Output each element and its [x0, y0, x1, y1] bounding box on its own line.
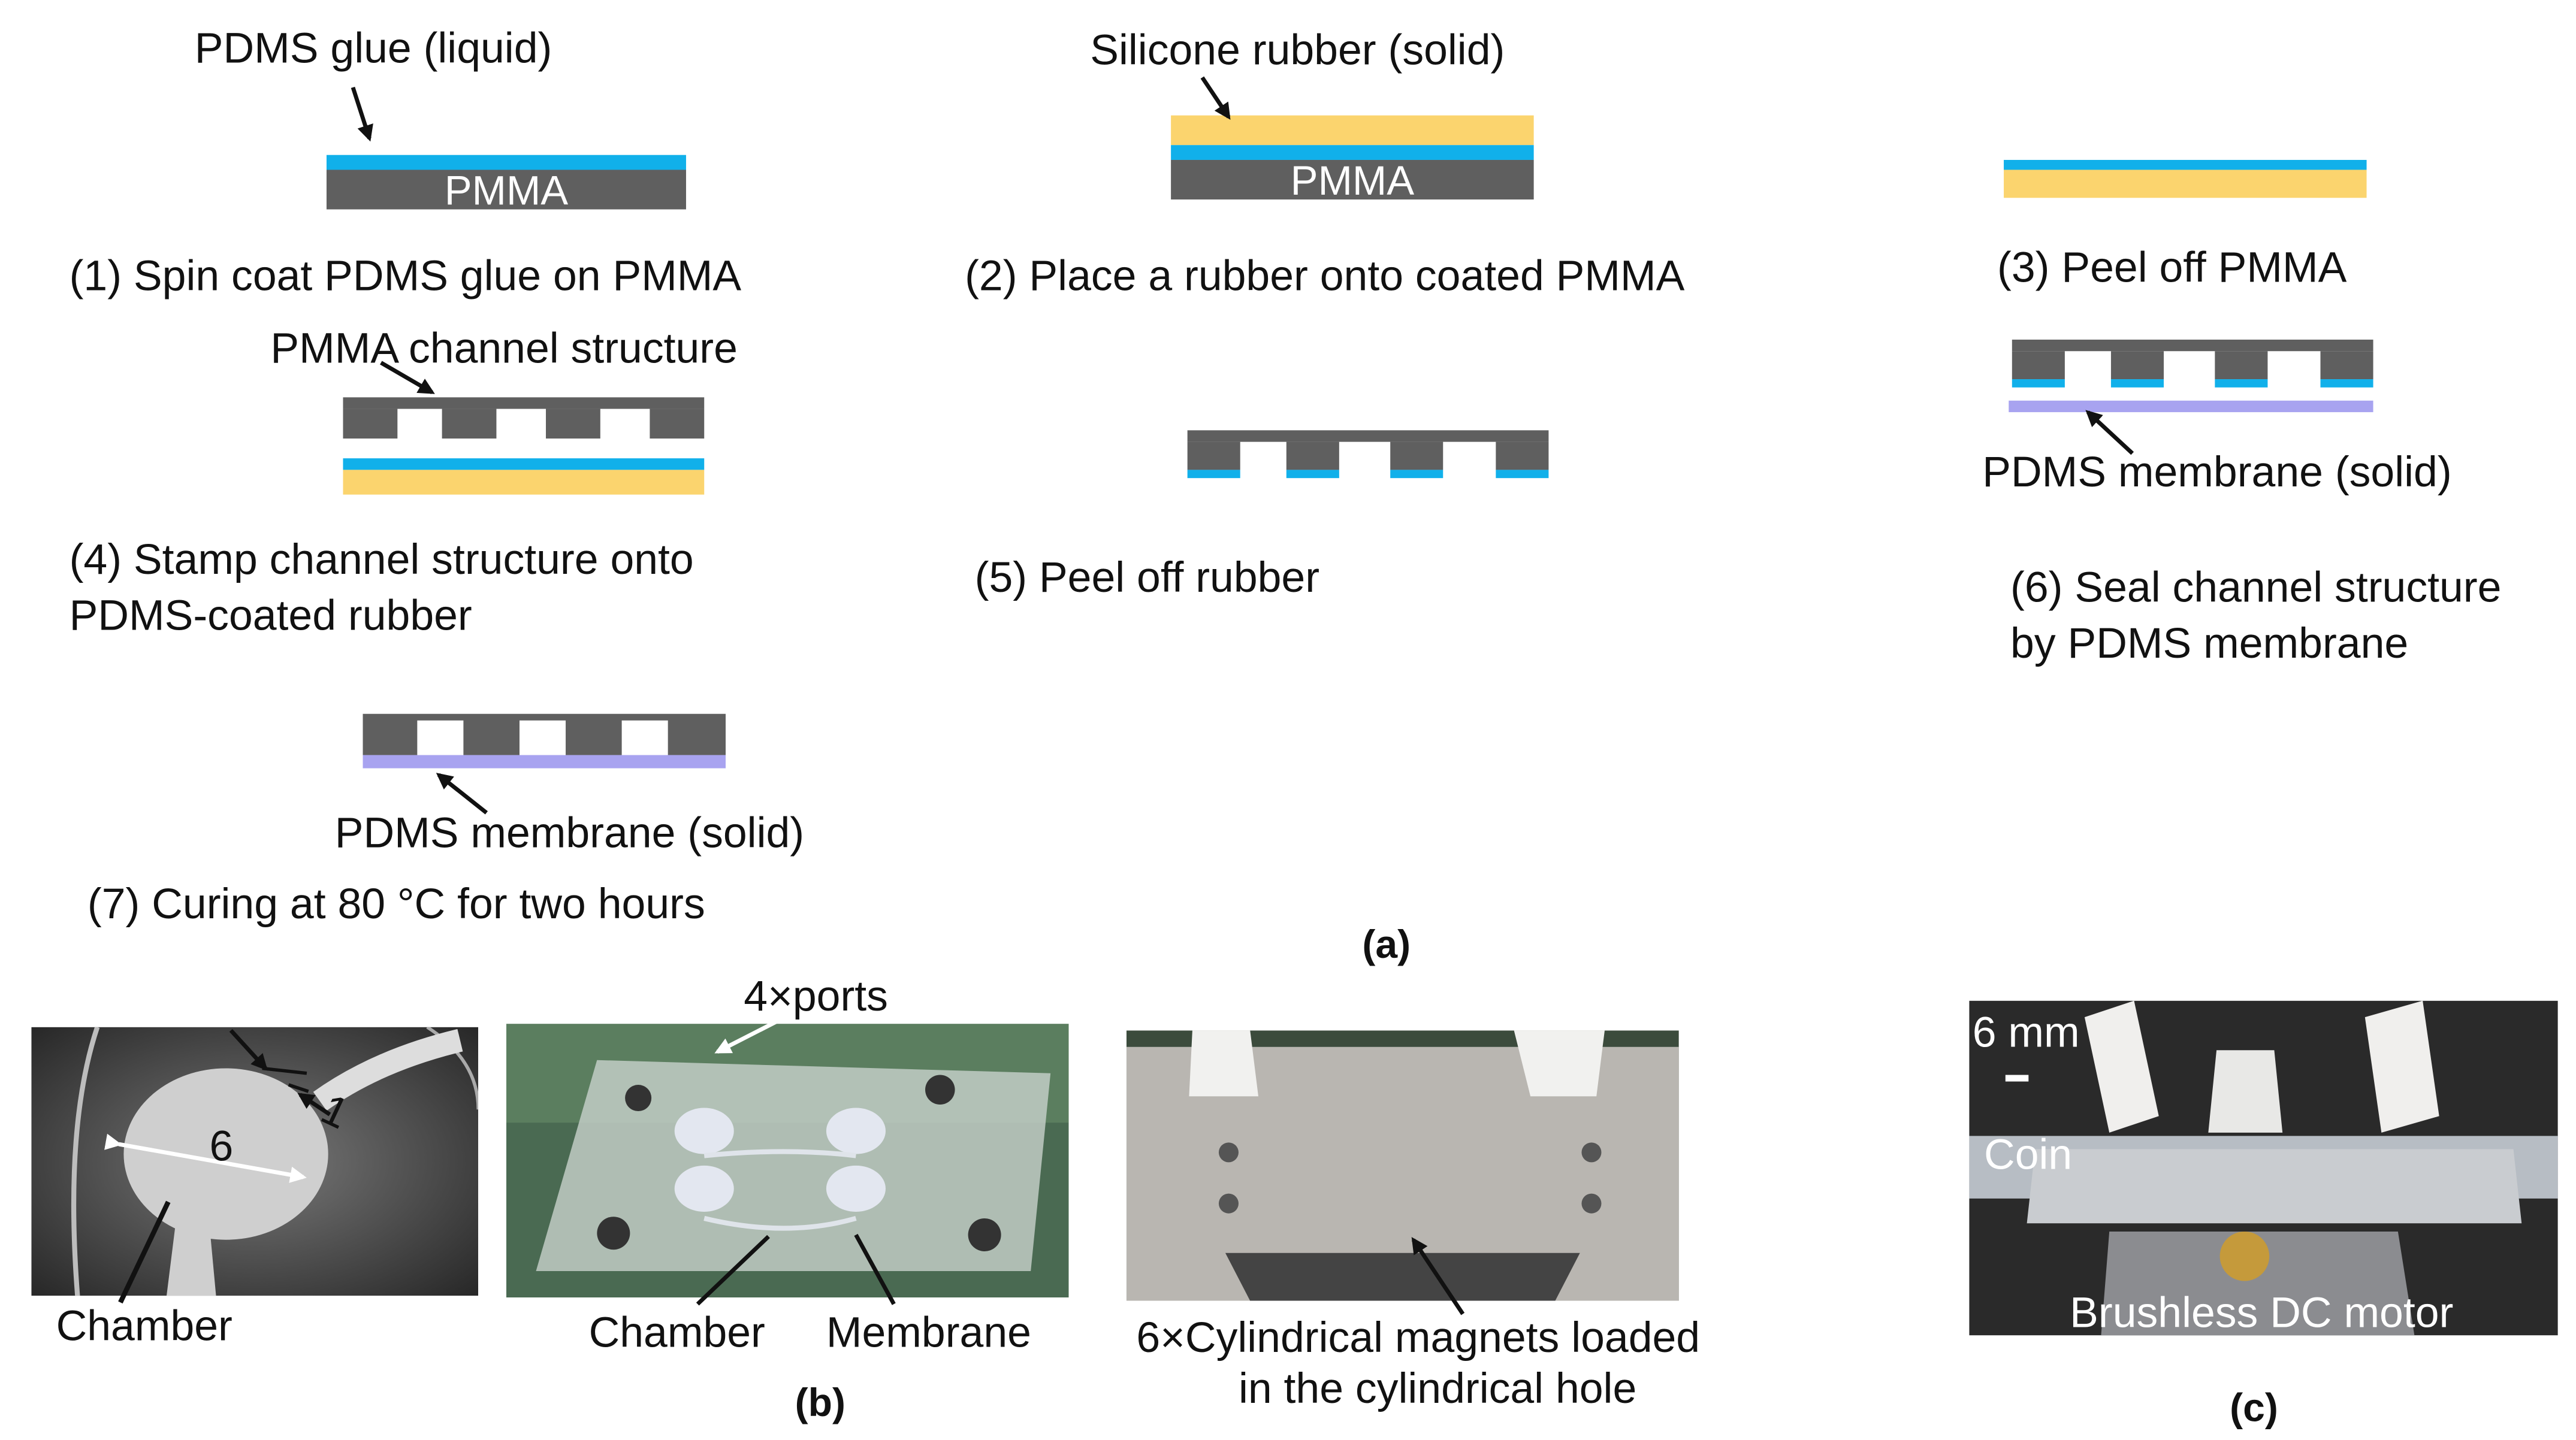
chamber-diameter-label: 6 — [209, 1121, 234, 1171]
panel-b-label: (b) — [795, 1381, 845, 1426]
coin-label: Coin — [1984, 1129, 2073, 1179]
step-6-caption-line-1: (6) Seal channel structure — [2010, 562, 2502, 612]
step-4-caption-line-2: PDMS-coated rubber — [69, 590, 472, 640]
pdms-membrane-label: PDMS membrane (solid) — [334, 807, 805, 858]
pmma-label: PMMA — [444, 168, 569, 214]
sealed-channel — [417, 720, 464, 755]
pdms-membrane-layer — [2009, 400, 2373, 413]
step-1-caption: (1) Spin coat PDMS glue on PMMA — [69, 250, 742, 300]
panel-a-label: (a) — [1362, 923, 1411, 968]
magnets-caption-line-2: in the cylindrical hole — [1238, 1363, 1637, 1413]
pmma-channel-top — [1187, 430, 1549, 442]
pdms-glue-tip — [2110, 379, 2164, 388]
pmma-channel-wall — [546, 409, 600, 439]
step-3-caption: (3) Peel off PMMA — [1997, 242, 2347, 292]
silicone-rubber-layer — [343, 470, 705, 495]
sealed-channel — [621, 720, 668, 755]
pmma-substrate — [1171, 159, 1534, 200]
pmma-channel-wall — [1390, 441, 1443, 470]
pmma-channel-wall — [2110, 351, 2164, 380]
chip-photo — [506, 1024, 1069, 1298]
pdms-glue-tip — [2012, 379, 2065, 388]
chamber-micrograph — [31, 1027, 479, 1296]
pdms-glue-tip — [2215, 379, 2268, 388]
pdms-membrane-layer — [363, 755, 726, 769]
step-7-caption: (7) Curing at 80 °C for two hours — [87, 878, 705, 928]
pmma-channel-structure-label: PMMA channel structure — [270, 323, 738, 373]
pdms-glue-tip — [1390, 470, 1443, 479]
pdms-glue-layer — [2004, 159, 2367, 170]
pmma-channel-wall — [650, 409, 705, 439]
pdms-glue-layer — [326, 155, 686, 170]
step-6-caption-line-2: by PDMS membrane — [2010, 618, 2409, 668]
pmma-channel-top — [2012, 339, 2373, 352]
pdms-membrane-label: PDMS membrane (solid) — [1982, 446, 2452, 497]
pmma-channel-wall — [1286, 441, 1339, 470]
chamber-label: Chamber — [588, 1307, 765, 1357]
pmma-channel-wall — [442, 409, 497, 439]
magnets-caption-line-1: 6×Cylindrical magnets loaded — [1136, 1312, 1701, 1362]
pmma-channel-wall — [1496, 441, 1549, 470]
silicone-rubber-layer — [2004, 170, 2367, 198]
pmma-channel-wall — [2012, 351, 2065, 380]
step-4-caption-line-1: (4) Stamp channel structure onto — [69, 534, 694, 584]
pmma-channel-wall — [343, 409, 398, 439]
motor-setup-photo — [1969, 1000, 2558, 1336]
silicone-rubber-label: Silicone rubber (solid) — [1090, 25, 1505, 74]
pdms-glue-tip — [1286, 470, 1339, 479]
pdms-glue-tip — [1496, 470, 1549, 479]
scale-bar-label: 6 mm — [1972, 1007, 2080, 1057]
pmma-channel-wall — [2215, 351, 2268, 380]
pdms-glue-layer — [1171, 145, 1534, 160]
pdms-glue-layer — [343, 458, 705, 470]
step-5-caption: (5) Peel off rubber — [974, 552, 1320, 602]
magnet-holder-photo — [1126, 1030, 1679, 1301]
pdms-glue-tip — [1187, 470, 1240, 479]
motor-label: Brushless DC motor — [2070, 1287, 2454, 1338]
silicone-rubber-layer — [1171, 115, 1534, 146]
pmma-channel-top — [343, 397, 705, 409]
step-2-caption: (2) Place a rubber onto coated PMMA — [965, 250, 1685, 300]
pmma-label: PMMA — [1290, 158, 1415, 205]
panel-c-label: (c) — [2230, 1386, 2278, 1431]
ports-label: 4×ports — [744, 971, 888, 1021]
pmma-channel-wall — [1187, 441, 1240, 470]
pmma-substrate — [326, 170, 686, 210]
pdms-glue-liquid-label: PDMS glue (liquid) — [194, 23, 552, 73]
membrane-label: Membrane — [826, 1307, 1031, 1357]
chamber-label: Chamber — [56, 1300, 232, 1351]
sealed-channel — [519, 720, 566, 755]
pdms-glue-tip — [2320, 379, 2373, 388]
pmma-channel-wall — [2320, 351, 2373, 380]
